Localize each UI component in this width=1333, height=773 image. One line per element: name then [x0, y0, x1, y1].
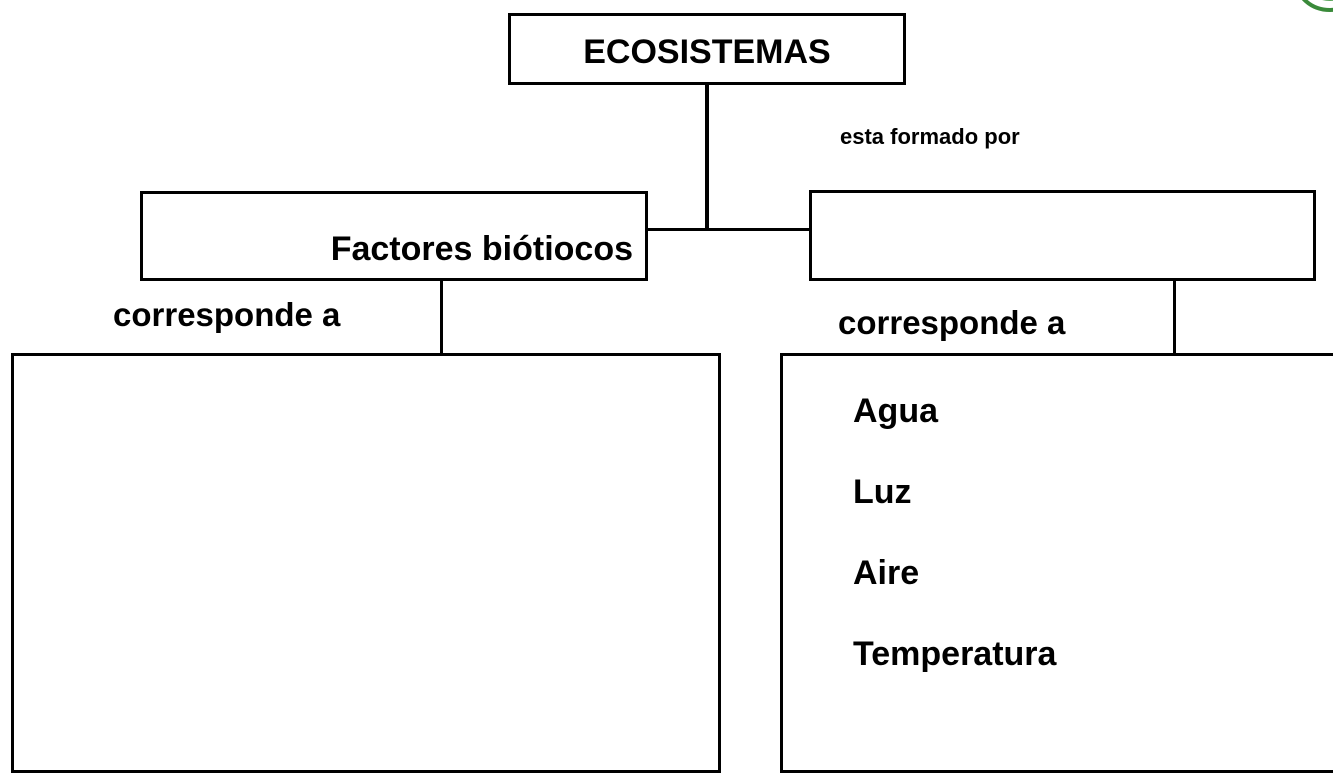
- connector-left-down: [440, 281, 443, 356]
- right-branch-node[interactable]: [809, 190, 1316, 281]
- list-item-aire: Aire: [853, 554, 920, 592]
- root-title: ECOSISTEMAS: [583, 33, 831, 71]
- right-items-box: Agua Luz Aire Temperatura: [780, 353, 1333, 773]
- relation-corresponde-right: corresponde a: [838, 304, 1066, 341]
- left-branch-label: Factores biótiocos: [330, 230, 633, 268]
- connector-to-left-branch: [648, 228, 710, 231]
- relation-corresponde-left: corresponde a: [113, 296, 341, 333]
- left-items-box[interactable]: [11, 353, 721, 773]
- connector-to-right-branch: [705, 228, 811, 231]
- list-item-agua: Agua: [853, 392, 938, 430]
- connector-root-down: [705, 85, 709, 230]
- list-item-temperatura: Temperatura: [853, 635, 1057, 673]
- green-seal-icon: [1301, 0, 1333, 12]
- relation-formado-por: esta formado por: [840, 124, 1020, 149]
- connector-right-down: [1173, 281, 1176, 356]
- list-item-luz: Luz: [853, 473, 912, 511]
- root-node: ECOSISTEMAS: [508, 13, 906, 85]
- left-branch-node: Factores biótiocos: [140, 191, 648, 281]
